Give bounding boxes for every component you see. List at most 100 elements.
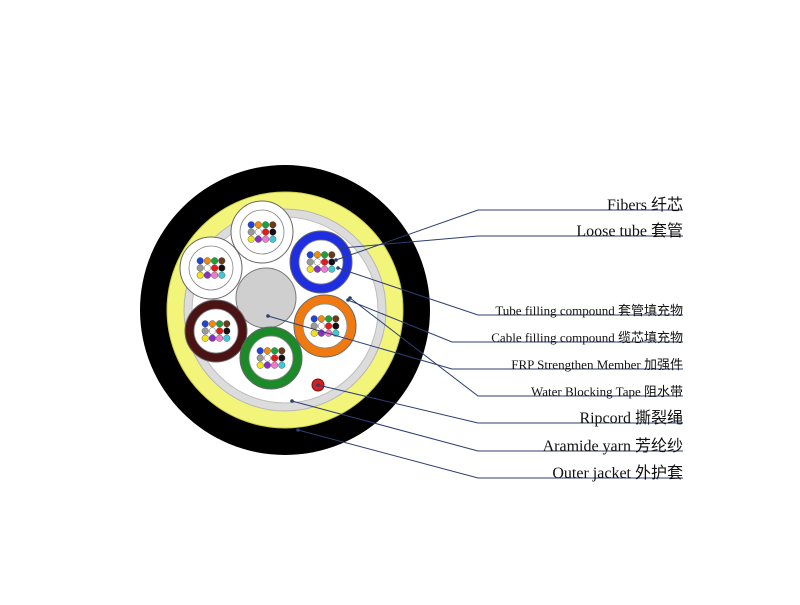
loose-tube-orange	[293, 294, 357, 358]
fiber	[328, 251, 336, 259]
leader-ripcord-dot	[316, 383, 320, 387]
tube-filling-compound	[188, 245, 234, 291]
fiber	[271, 361, 279, 369]
fiber	[218, 264, 226, 272]
fiber	[321, 251, 329, 259]
fiber	[216, 327, 224, 335]
tube-filling-compound	[248, 335, 294, 381]
fiber	[208, 334, 216, 342]
leader-outer-jacket	[297, 429, 683, 479]
fiber	[247, 235, 255, 243]
fiber	[201, 320, 209, 328]
fiber	[254, 221, 262, 229]
fiber	[317, 315, 325, 323]
leader-tube-filling	[337, 267, 683, 316]
fiber	[211, 271, 219, 279]
leader-frp	[267, 315, 683, 370]
fiber	[269, 235, 277, 243]
fiber	[269, 228, 277, 236]
fiber	[306, 265, 314, 273]
fiber	[278, 361, 286, 369]
label-water-blocking-tape: Water Blocking Tape 阻水带	[531, 384, 683, 399]
tube-filling-compound	[298, 239, 344, 285]
fiber	[223, 334, 231, 342]
label-outer-jacket: Outer jacket 外护套	[552, 464, 683, 482]
leader-cable-filling	[347, 299, 683, 343]
fiber	[313, 265, 321, 273]
fiber	[317, 322, 325, 330]
tube-filling-compound	[302, 303, 348, 349]
fiber	[263, 347, 271, 355]
fiber	[262, 235, 270, 243]
fiber	[218, 257, 226, 265]
fiber	[306, 251, 314, 259]
fiber	[256, 361, 264, 369]
fiber	[218, 271, 226, 279]
fiber	[321, 265, 329, 273]
loose-tube-white-2	[179, 236, 243, 300]
fiber	[256, 347, 264, 355]
fiber	[208, 320, 216, 328]
leader-ripcord	[317, 384, 683, 424]
label-cable-filling-compound: Cable filling compound 缆芯填充物	[491, 330, 683, 345]
fiber	[223, 327, 231, 335]
fiber	[310, 329, 318, 337]
fiber	[271, 354, 279, 362]
fiber	[306, 258, 314, 266]
fiber	[313, 258, 321, 266]
loose-tube-green	[239, 326, 303, 390]
leader-lines-group	[266, 209, 683, 479]
leader-frp-dot	[266, 314, 270, 318]
fiber	[263, 361, 271, 369]
fiber	[262, 228, 270, 236]
label-fibers: Fibers 纤芯	[607, 196, 683, 214]
loose-tube-brown	[184, 299, 248, 363]
leader-tube-filling-dot	[336, 266, 340, 270]
fiber	[211, 264, 219, 272]
fiber	[332, 322, 340, 330]
label-tube-filling-compound: Tube filling compound 套管填充物	[495, 303, 683, 318]
fiber	[216, 334, 224, 342]
loose-tube-white-1	[230, 200, 294, 264]
leader-fibers-dot	[334, 258, 338, 262]
fiber	[325, 315, 333, 323]
fiber	[278, 354, 286, 362]
fiber	[271, 347, 279, 355]
fiber	[263, 354, 271, 362]
label-ripcord: Ripcord 撕裂绳	[579, 409, 683, 427]
fiber	[223, 320, 231, 328]
label-loose-tube: Loose tube 套管	[576, 222, 683, 240]
fiber	[313, 251, 321, 259]
fiber	[196, 257, 204, 265]
fiber	[278, 347, 286, 355]
leader-loose-tube-dot	[340, 246, 344, 250]
fiber	[328, 258, 336, 266]
loose-tubes-group	[179, 200, 357, 390]
label-aramide-yarn: Aramide yarn 芳纶纱	[543, 437, 683, 455]
leader-loose-tube	[341, 235, 683, 249]
fiber	[196, 271, 204, 279]
fiber	[254, 235, 262, 243]
tube-filling-compound	[193, 308, 239, 354]
leader-water-blocking-dot	[348, 296, 352, 300]
fiber	[269, 221, 277, 229]
fiber	[332, 315, 340, 323]
fiber	[203, 271, 211, 279]
tube-filling-compound	[239, 209, 285, 255]
label-frp-strengthen-member: FRP Strengthen Member 加强件	[511, 357, 683, 372]
fiber	[201, 334, 209, 342]
fiber	[203, 264, 211, 272]
fiber	[201, 327, 209, 335]
fiber	[196, 264, 204, 272]
fiber	[247, 221, 255, 229]
fiber	[216, 320, 224, 328]
fiber	[321, 258, 329, 266]
fiber	[203, 257, 211, 265]
leader-water-blocking	[349, 297, 683, 397]
leader-outer-jacket-dot	[296, 428, 300, 432]
leader-aramide	[291, 400, 683, 452]
loose-tube-blue	[289, 230, 353, 294]
leader-aramide-dot	[290, 399, 294, 403]
